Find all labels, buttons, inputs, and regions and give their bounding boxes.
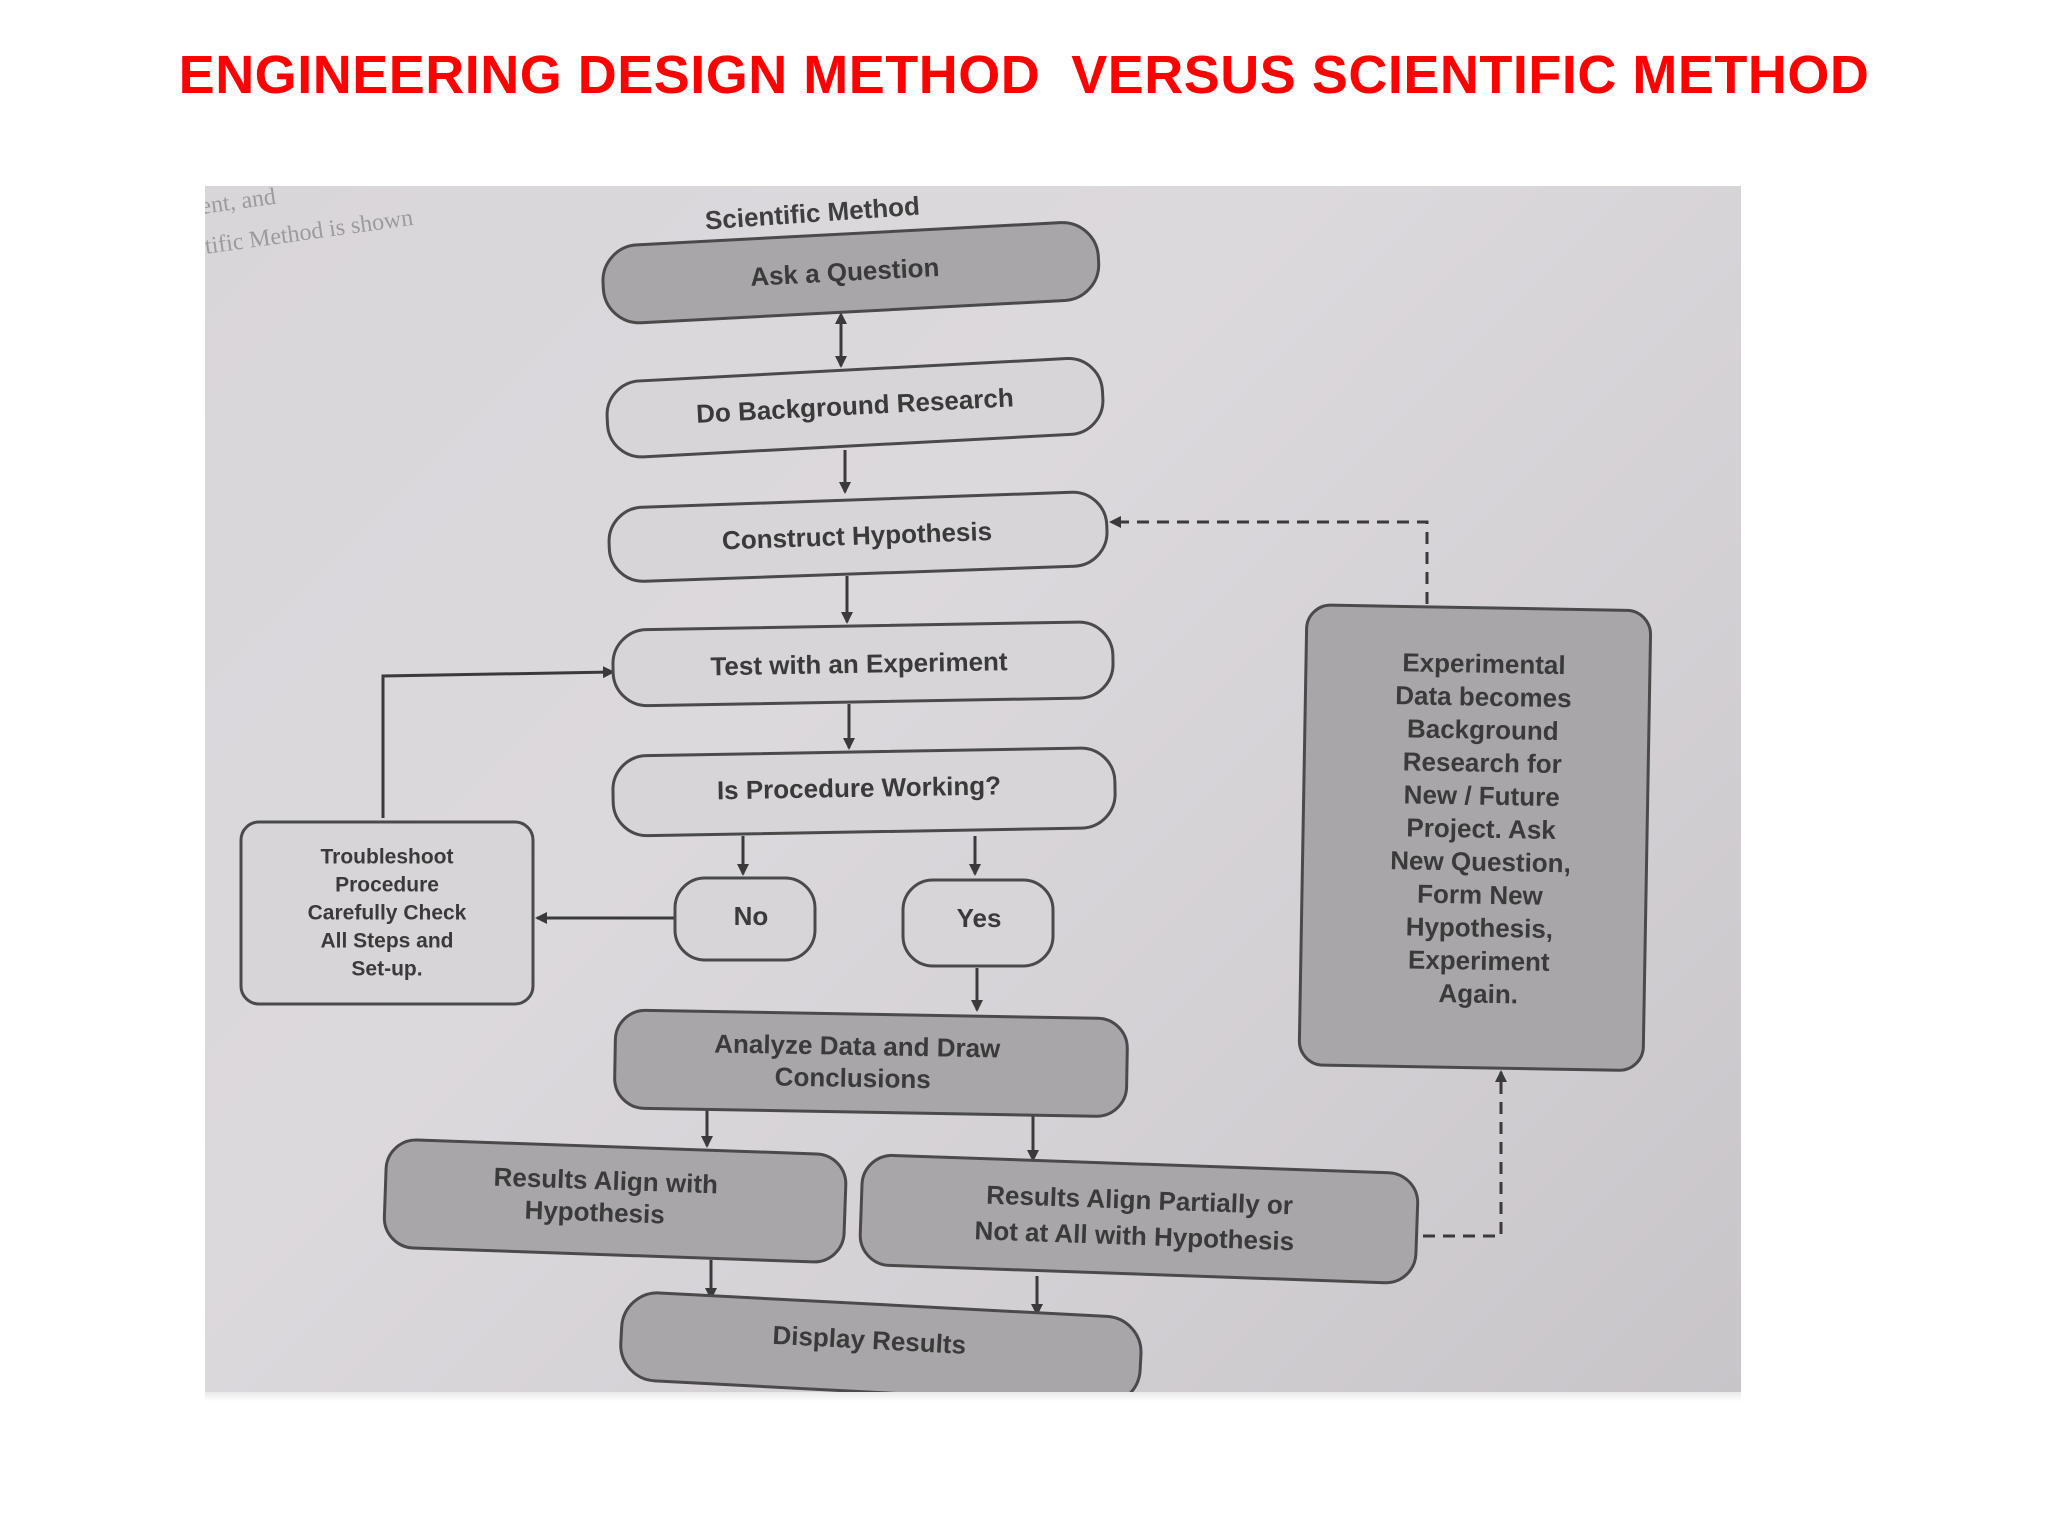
node-background-research: Do Background Research (605, 356, 1105, 459)
node-ask-question: Ask a Question (601, 221, 1101, 325)
node-procedure-working: Is Procedure Working? (611, 746, 1117, 838)
node-troubleshoot: Troubleshoot Procedure Carefully Check A… (239, 820, 535, 1006)
node-test-experiment: Test with an Experiment (611, 620, 1115, 708)
node-no: No (673, 876, 817, 962)
node-construct-hypothesis: Construct Hypothesis (607, 490, 1109, 583)
dashed-connector-to-experimental-data (1423, 1070, 1507, 1238)
node-experimental-data-line11: Again. (1438, 978, 1518, 1009)
node-experimental-data-line3: Background (1407, 713, 1559, 746)
node-experimental-data-line4: Research for (1403, 746, 1562, 779)
node-results-align: Results Align with Hypothesis (382, 1138, 848, 1264)
node-troubleshoot-line2: Procedure (335, 874, 439, 897)
node-experimental-data-line2: Data becomes (1395, 680, 1572, 713)
node-results-align-line2: Hypothesis (524, 1195, 665, 1230)
dashed-connector-to-hypothesis (1109, 516, 1429, 604)
node-results-partial: Results Align Partially or Not at All wi… (858, 1153, 1420, 1285)
node-troubleshoot-line3: Carefully Check (308, 902, 467, 925)
node-no-label: No (734, 901, 769, 931)
node-troubleshoot-line4: All Steps and (320, 930, 453, 953)
connectors (381, 312, 1043, 1316)
slide-title: ENGINEERING DESIGN METHOD VERSUS SCIENTI… (178, 45, 1870, 105)
node-analyze-line2: Conclusions (774, 1062, 931, 1095)
node-experimental-data-line6: Project. Ask (1406, 812, 1556, 845)
node-procedure-working-label: Is Procedure Working? (717, 770, 1002, 805)
node-experimental-data-line1: Experimental (1402, 647, 1566, 680)
connector-troubleshoot-test (381, 666, 615, 818)
node-analyze: Analyze Data and Draw Conclusions (613, 1008, 1129, 1118)
photo-bottom-edge (205, 1392, 1741, 1402)
node-troubleshoot-line1: Troubleshoot (321, 846, 454, 869)
node-test-experiment-label: Test with an Experiment (710, 646, 1008, 681)
node-experimental-data-line7: New Question, (1390, 845, 1571, 878)
node-analyze-line1: Analyze Data and Draw (714, 1028, 1001, 1063)
node-experimental-data: Experimental Data becomes Background Res… (1297, 603, 1653, 1072)
node-experimental-data-line10: Experiment (1408, 944, 1550, 976)
node-troubleshoot-line5: Set-up. (351, 958, 422, 981)
feedback-loop (1109, 516, 1507, 1238)
page-fragment-line1: ent, and (205, 186, 278, 220)
diagram-heading: Scientific Method (704, 191, 921, 236)
node-experimental-data-line5: New / Future (1403, 779, 1560, 812)
node-yes: Yes (901, 878, 1055, 968)
node-yes-label: Yes (957, 903, 1002, 933)
scientific-method-flowchart: ent, and tific Method is shown Scientifi… (205, 186, 1653, 1392)
node-display-results: Display Results (619, 1291, 1143, 1392)
node-experimental-data-line9: Hypothesis, (1405, 911, 1553, 944)
scientific-method-photo: ent, and tific Method is shown Scientifi… (205, 186, 1741, 1392)
node-experimental-data-line8: Form New (1417, 879, 1544, 911)
